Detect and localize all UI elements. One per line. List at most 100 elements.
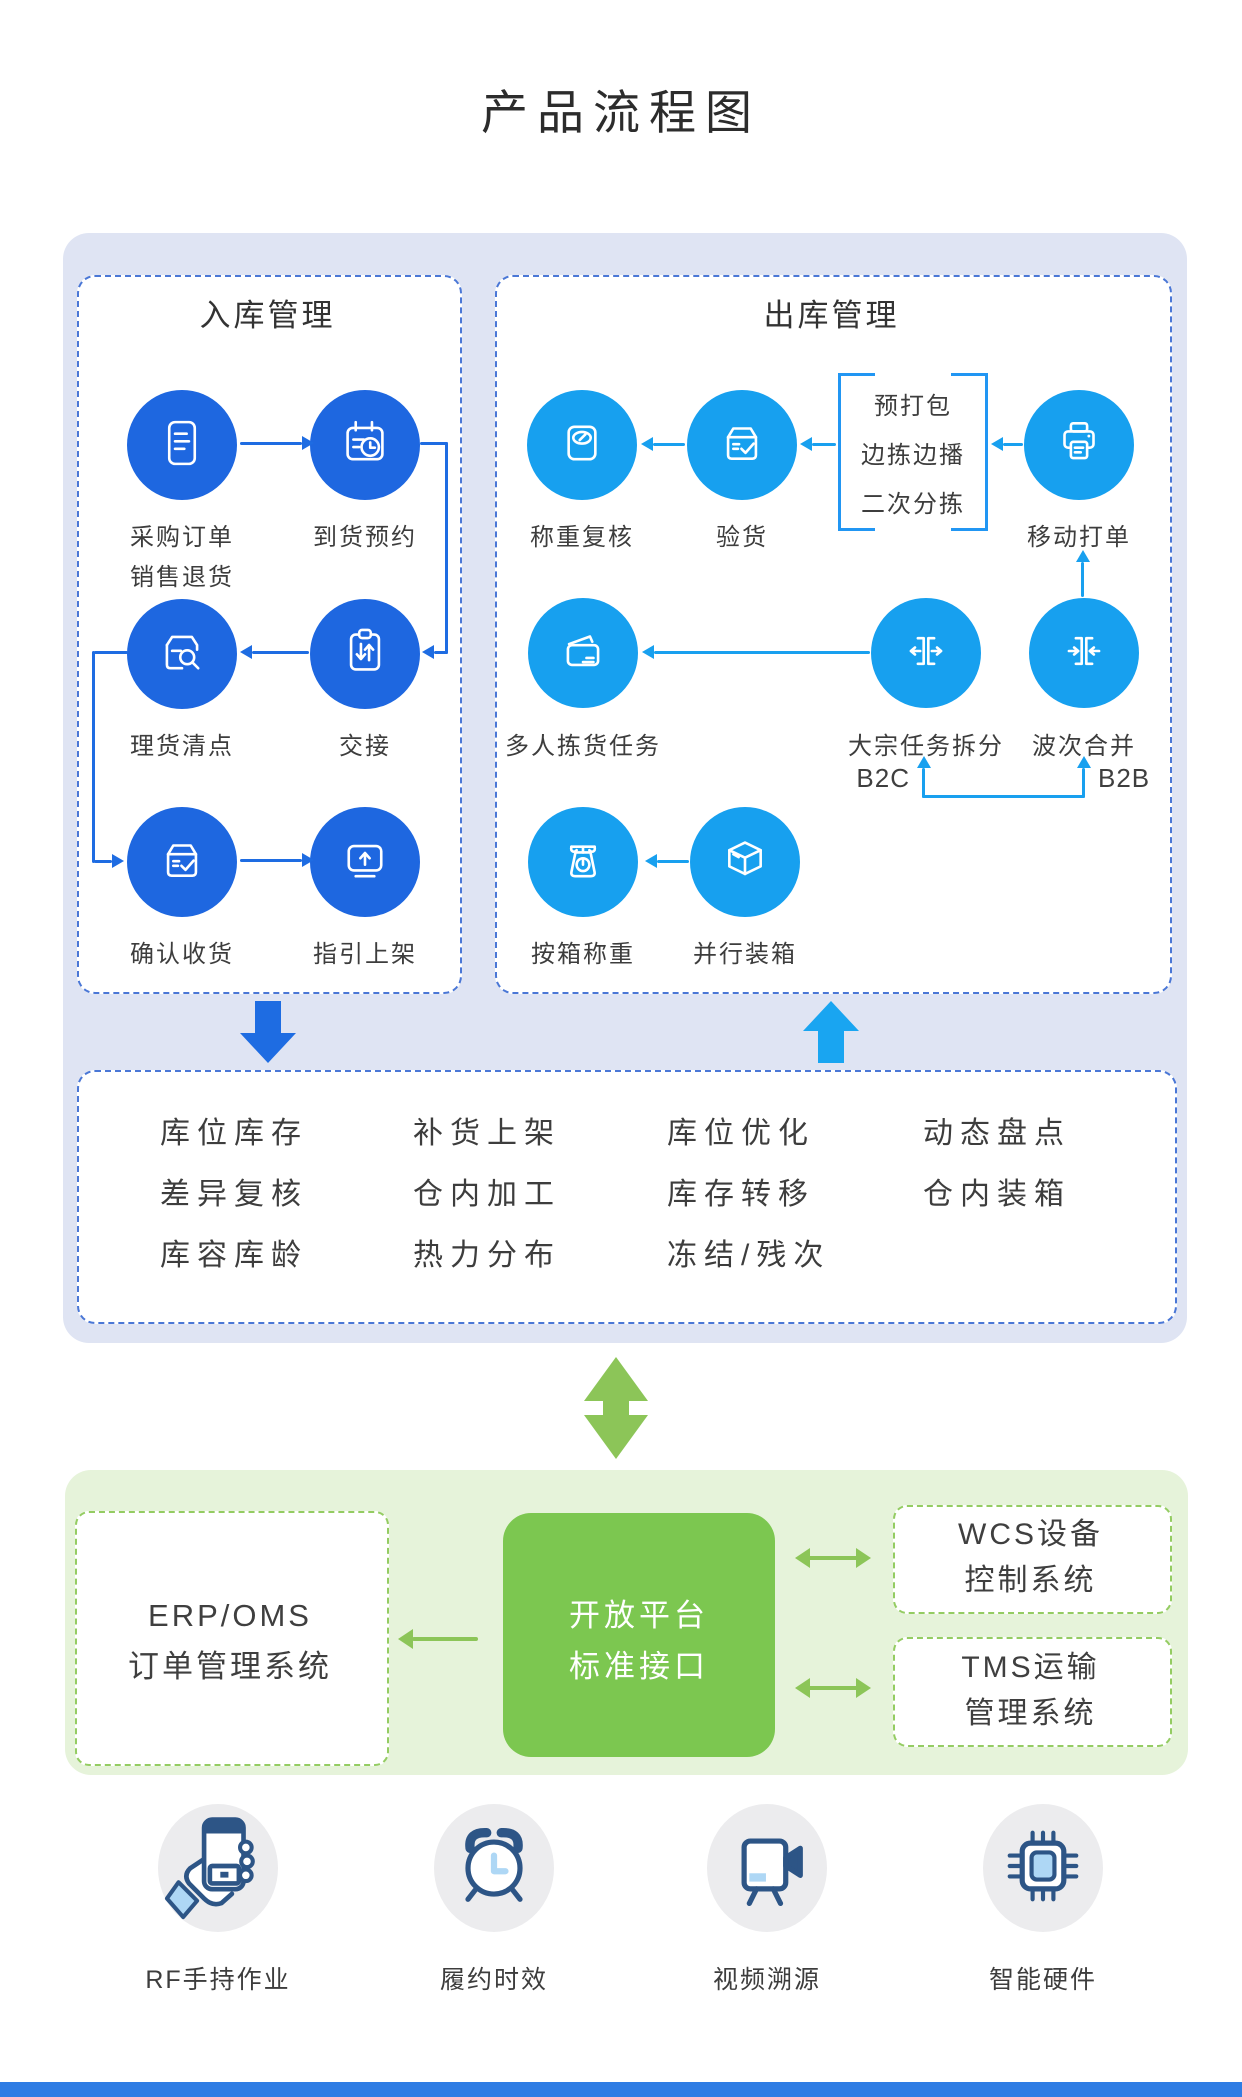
- elbow-appointment-to-handover: [445, 442, 448, 654]
- arrowhead-right: [112, 854, 124, 868]
- wcs-line1: WCS设备: [958, 1518, 1103, 1551]
- node-label: 验货: [716, 524, 768, 551]
- node-label: 交接: [339, 733, 391, 760]
- arrowhead-up: [1076, 550, 1090, 562]
- erp-oms-text: ERP/OMS 订单管理系统: [75, 1590, 385, 1692]
- erp-line1: ERP/OMS: [148, 1598, 312, 1633]
- arrowhead-left: [422, 645, 434, 659]
- b2c-b2b-connector: [922, 795, 1085, 798]
- erp-oms-box: [75, 1511, 389, 1766]
- node-label: 到货预约: [313, 524, 417, 551]
- node-label: 采购订单 销售退货: [42, 518, 322, 598]
- node-label: 波次合并: [1032, 733, 1136, 760]
- function-item: 动态盘点: [923, 1117, 1071, 1150]
- arrowhead-left: [991, 437, 1003, 451]
- node-guided-shelving: [310, 807, 420, 917]
- node-inspection: [687, 390, 797, 500]
- weigh-scale-icon: [554, 831, 612, 894]
- double-arrow-wcs: [856, 1548, 871, 1568]
- capability-video-trace: [707, 1804, 827, 1932]
- inbound-panel-title: 入库管理: [199, 298, 336, 333]
- chip-icon: [991, 1814, 1095, 1923]
- arrow-merge-to-printing: [1081, 562, 1084, 597]
- bracket-line: 二次分拣: [861, 491, 965, 518]
- double-arrow-tms: [808, 1686, 858, 1690]
- video-camera-icon: [715, 1814, 819, 1923]
- node-multi-picker-task: [528, 598, 638, 708]
- arrowhead-up: [917, 756, 931, 768]
- wcs-line2: 控制系统: [964, 1564, 1097, 1597]
- page-title: 产品流程图: [481, 86, 761, 139]
- node-label: 多人拣货任务: [505, 733, 661, 760]
- arrow-purchase-to-appointment: [240, 442, 302, 445]
- arrowhead-right: [302, 853, 314, 867]
- bracket-text: 预打包 边拣边播 二次分拣: [838, 382, 988, 529]
- bracket-right: [951, 373, 988, 531]
- erp-line2: 订单管理系统: [128, 1649, 332, 1684]
- tms-line2: 管理系统: [964, 1697, 1097, 1730]
- double-arrow-wcs: [808, 1556, 858, 1560]
- outbound-up-arrow: [818, 1031, 844, 1063]
- function-item: 冻结/残次: [667, 1239, 831, 1272]
- arrowhead-left: [641, 437, 653, 451]
- double-arrow-tms: [856, 1678, 871, 1698]
- node-label: 指引上架: [313, 941, 417, 968]
- merge-icon: [1055, 622, 1113, 685]
- node-confirm-receipt: [127, 807, 237, 917]
- node-purchase-order: [127, 390, 237, 500]
- node-label: 按箱称重: [531, 941, 635, 968]
- arrow-bracket-to-inspection: [812, 443, 836, 446]
- open-platform-line2: 标准接口: [569, 1649, 709, 1684]
- function-item: 库位库存: [160, 1117, 308, 1150]
- node-label: 理货清点: [130, 733, 234, 760]
- functions-panel: [77, 1070, 1177, 1324]
- elbow-tally-to-confirm: [92, 651, 95, 863]
- elbow-tally-to-confirm: [94, 860, 112, 863]
- alarm-clock-icon: [442, 1814, 546, 1923]
- bracket-left: [838, 373, 875, 531]
- function-item: 补货上架: [413, 1117, 561, 1150]
- node-bulk-task-split: [871, 598, 981, 708]
- node-handover: [310, 599, 420, 709]
- node-tally-count: [127, 599, 237, 709]
- arrow-platform-to-erp: [412, 1637, 478, 1641]
- b2b-connector: [1082, 768, 1085, 798]
- split-icon: [897, 622, 955, 685]
- outbound-panel-title: 出库管理: [763, 298, 900, 333]
- cube-icon: [716, 831, 774, 894]
- node-label: 移动打单: [1027, 524, 1131, 551]
- node-arrival-appointment: [310, 390, 420, 500]
- handheld-phone-icon: [160, 1808, 276, 1929]
- node-label: 并行装箱: [693, 941, 797, 968]
- function-item: 库位优化: [667, 1117, 815, 1150]
- arrowhead-left: [645, 854, 657, 868]
- function-item: 仓内装箱: [923, 1178, 1071, 1211]
- tms-line1: TMS运输: [961, 1651, 1100, 1684]
- scale-dial-icon: [553, 414, 611, 477]
- node-label: 大宗任务拆分: [848, 733, 1004, 760]
- function-item: 热力分布: [413, 1239, 561, 1272]
- inbound-down-arrow: [255, 1001, 281, 1033]
- node-wave-merge: [1029, 598, 1139, 708]
- node-mobile-printing: [1024, 390, 1134, 500]
- wallet-icon: [554, 622, 612, 685]
- tms-box: [893, 1637, 1172, 1747]
- double-arrow-up-head: [584, 1357, 648, 1401]
- outbound-up-arrow-head: [803, 1001, 859, 1031]
- double-arrow-down-head: [584, 1415, 648, 1459]
- bracket-line: 预打包: [874, 393, 952, 420]
- elbow-tally-to-confirm: [94, 651, 128, 654]
- double-arrow-wcs: [795, 1548, 810, 1568]
- inbound-down-arrow-head: [240, 1033, 296, 1063]
- box-check-icon: [153, 831, 211, 894]
- b2c-connector: [922, 768, 925, 798]
- arrow-split-to-multipick: [654, 651, 870, 654]
- function-item: 库存转移: [667, 1178, 815, 1211]
- bracket-line: 边拣边播: [861, 442, 965, 469]
- function-item: 库容库龄: [160, 1239, 308, 1272]
- node-label-line2: 销售退货: [130, 564, 234, 591]
- monitor-up-icon: [336, 831, 394, 894]
- arrowhead-left-green: [398, 1629, 413, 1649]
- open-platform-box: [503, 1513, 775, 1757]
- double-arrow-stem: [603, 1401, 629, 1415]
